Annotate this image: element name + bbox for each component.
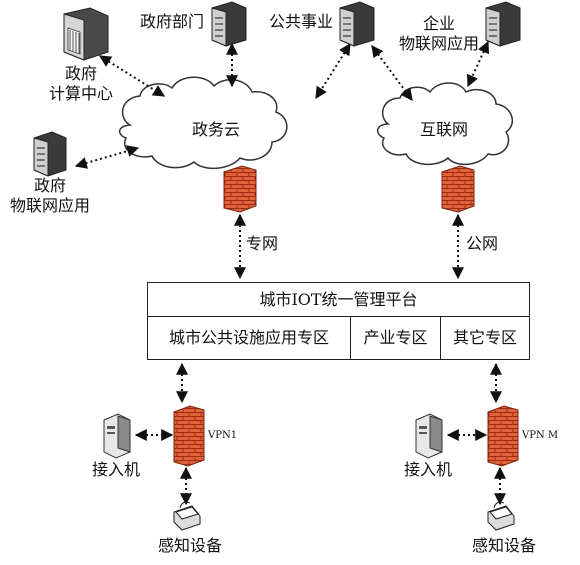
- pc-tower-icon: [415, 413, 443, 459]
- zone-public-facilities: 城市公共设施应用专区: [168, 328, 329, 347]
- public-network-label: 公网: [466, 234, 499, 253]
- platform-title: 城市IOT统一管理平台: [148, 283, 529, 317]
- dotted-arrows: [74, 40, 506, 506]
- firewall-icon: [223, 165, 257, 213]
- gov-cloud-label: 政务云: [191, 120, 240, 139]
- left-sensor-label: 感知设备: [157, 536, 222, 555]
- gov-departments-label: 政府部门: [139, 12, 204, 31]
- pc-tower-icon: [103, 413, 131, 459]
- gov-compute-center-label: 政府 计算中心: [48, 64, 113, 103]
- right-sensor-label: 感知设备: [471, 536, 536, 555]
- enterprise-iot-label: 企业 物联网应用: [398, 14, 479, 53]
- firewall-icon: [173, 405, 205, 467]
- internet-cloud-shape: [376, 82, 514, 166]
- server-icon: [33, 131, 67, 177]
- left-access-label: 接入机: [91, 460, 140, 479]
- gov-cloud-shape: [118, 76, 288, 170]
- zone-industry: 产业专区: [350, 317, 440, 359]
- vpnm-label: VPN M: [522, 430, 559, 441]
- server-icon: [485, 1, 521, 47]
- zone-other: 其它专区: [440, 317, 529, 359]
- private-network-label: 专网: [246, 234, 279, 253]
- public-services-label: 公共事业: [268, 12, 333, 31]
- server-icon: [339, 1, 375, 47]
- sensor-device-icon: [173, 501, 201, 531]
- firewall-icon: [487, 405, 519, 467]
- gov-building-icon: [63, 7, 109, 61]
- arrow-goviot-cloud: [74, 145, 140, 169]
- vpn1-label: VPN1: [208, 430, 238, 441]
- arrow-public-internet: [371, 45, 413, 101]
- internet-label: 互联网: [419, 120, 468, 139]
- gov-iot-apps-label: 政府 物联网应用: [9, 176, 90, 215]
- iot-management-platform: 城市IOT统一管理平台 城市公共设施应用专区 产业专区 其它专区: [147, 282, 530, 360]
- arrow-public-cloud: [315, 42, 351, 100]
- sensor-device-icon: [487, 501, 515, 531]
- arrow-enterprise-internet: [467, 40, 489, 88]
- firewall-icon: [441, 165, 475, 213]
- right-access-label: 接入机: [403, 460, 452, 479]
- server-icon: [211, 1, 247, 47]
